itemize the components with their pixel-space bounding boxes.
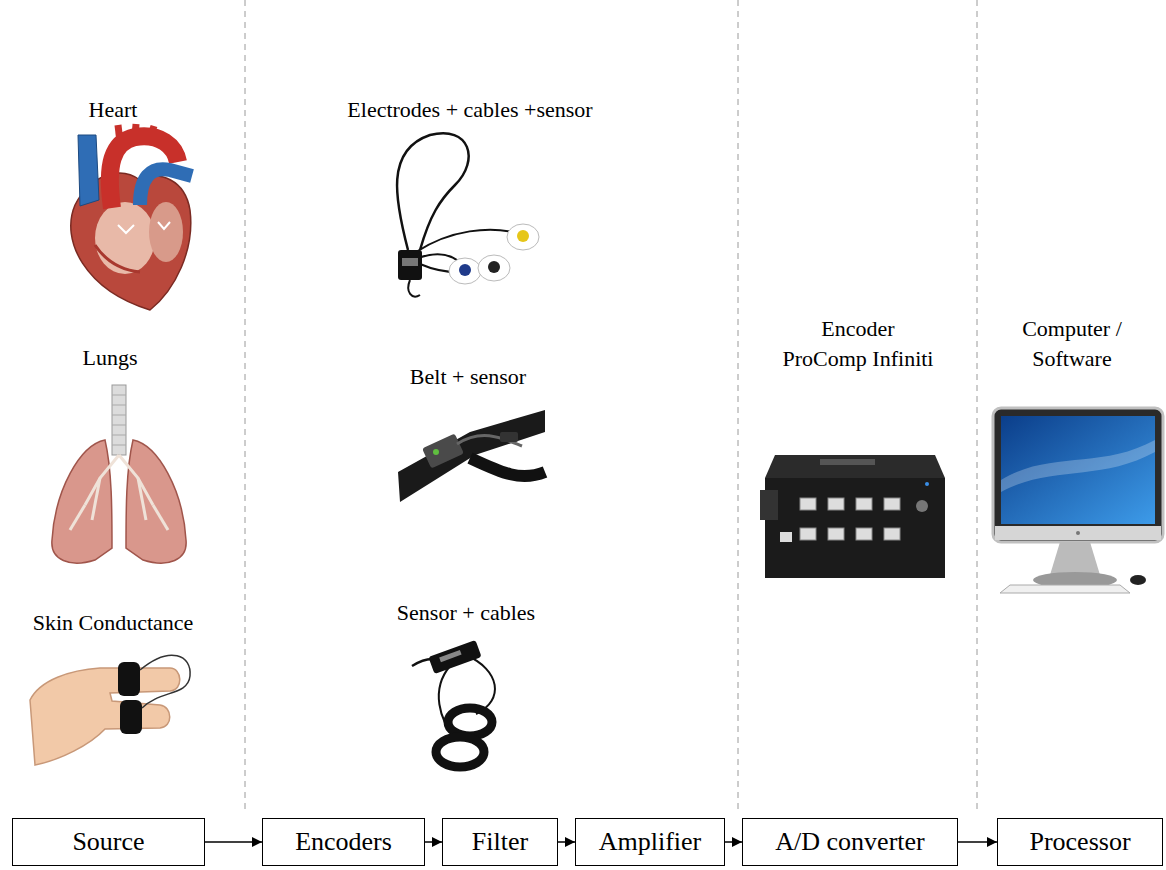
box-label: Source	[72, 827, 144, 857]
electrode-cables-illustration	[397, 133, 539, 296]
respiration-belt-illustration	[398, 410, 545, 502]
process-box: Filter	[442, 818, 558, 866]
process-box: Source	[12, 818, 205, 866]
part-label: Lungs	[83, 343, 138, 373]
part-label: Sensor + cables	[397, 598, 535, 628]
flow-arrow	[205, 841, 262, 843]
part-label: Electrodes + cables +sensor	[347, 95, 592, 125]
column-separators	[245, 0, 977, 812]
box-label: A/D converter	[775, 827, 924, 857]
part-label: Encoder ProComp Infiniti	[780, 314, 937, 374]
process-box: A/D converter	[742, 818, 958, 866]
computer-illustration	[993, 408, 1163, 593]
encoder-device-illustration	[760, 455, 945, 578]
lungs-illustration	[52, 385, 186, 563]
heart-illustration	[71, 124, 192, 310]
part-label: Computer / Software	[1007, 314, 1137, 374]
box-label: Filter	[472, 827, 528, 857]
part-label: Belt + sensor	[410, 362, 526, 392]
flow-arrow	[425, 841, 442, 843]
skin-sensor-cables-illustration	[412, 640, 495, 767]
box-label: Encoders	[295, 827, 392, 857]
part-label: Skin Conductance	[33, 608, 194, 638]
box-label: Amplifier	[599, 827, 702, 857]
flow-arrow	[558, 841, 575, 843]
part-label: Heart	[89, 95, 138, 125]
flow-arrow	[725, 841, 742, 843]
process-box: Processor	[997, 818, 1163, 866]
process-box: Amplifier	[575, 818, 725, 866]
flow-arrow	[958, 841, 997, 843]
process-box: Encoders	[262, 818, 425, 866]
finger-sensor-illustration	[30, 655, 190, 765]
box-label: Processor	[1029, 827, 1130, 857]
